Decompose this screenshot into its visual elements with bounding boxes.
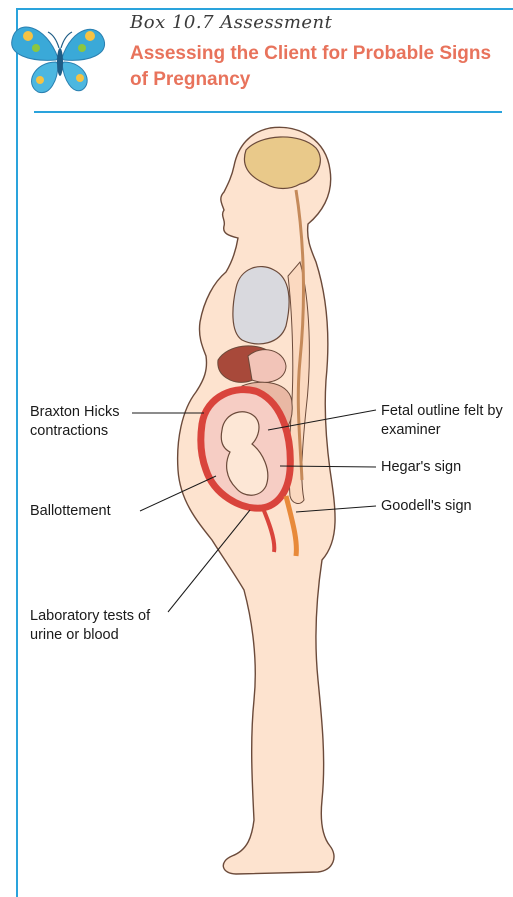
label-fetal-outline: Fetal outline felt by examiner — [381, 402, 506, 440]
label-lab-tests: Laboratory tests of urine or blood — [30, 607, 170, 645]
label-hegars-sign: Hegar's sign — [381, 458, 461, 477]
label-goodells-sign: Goodell's sign — [381, 497, 472, 516]
stomach — [248, 350, 286, 383]
label-braxton-hicks: Braxton Hicks contractions — [30, 403, 138, 441]
label-ballottement: Ballottement — [30, 502, 111, 521]
lungs — [233, 267, 289, 344]
